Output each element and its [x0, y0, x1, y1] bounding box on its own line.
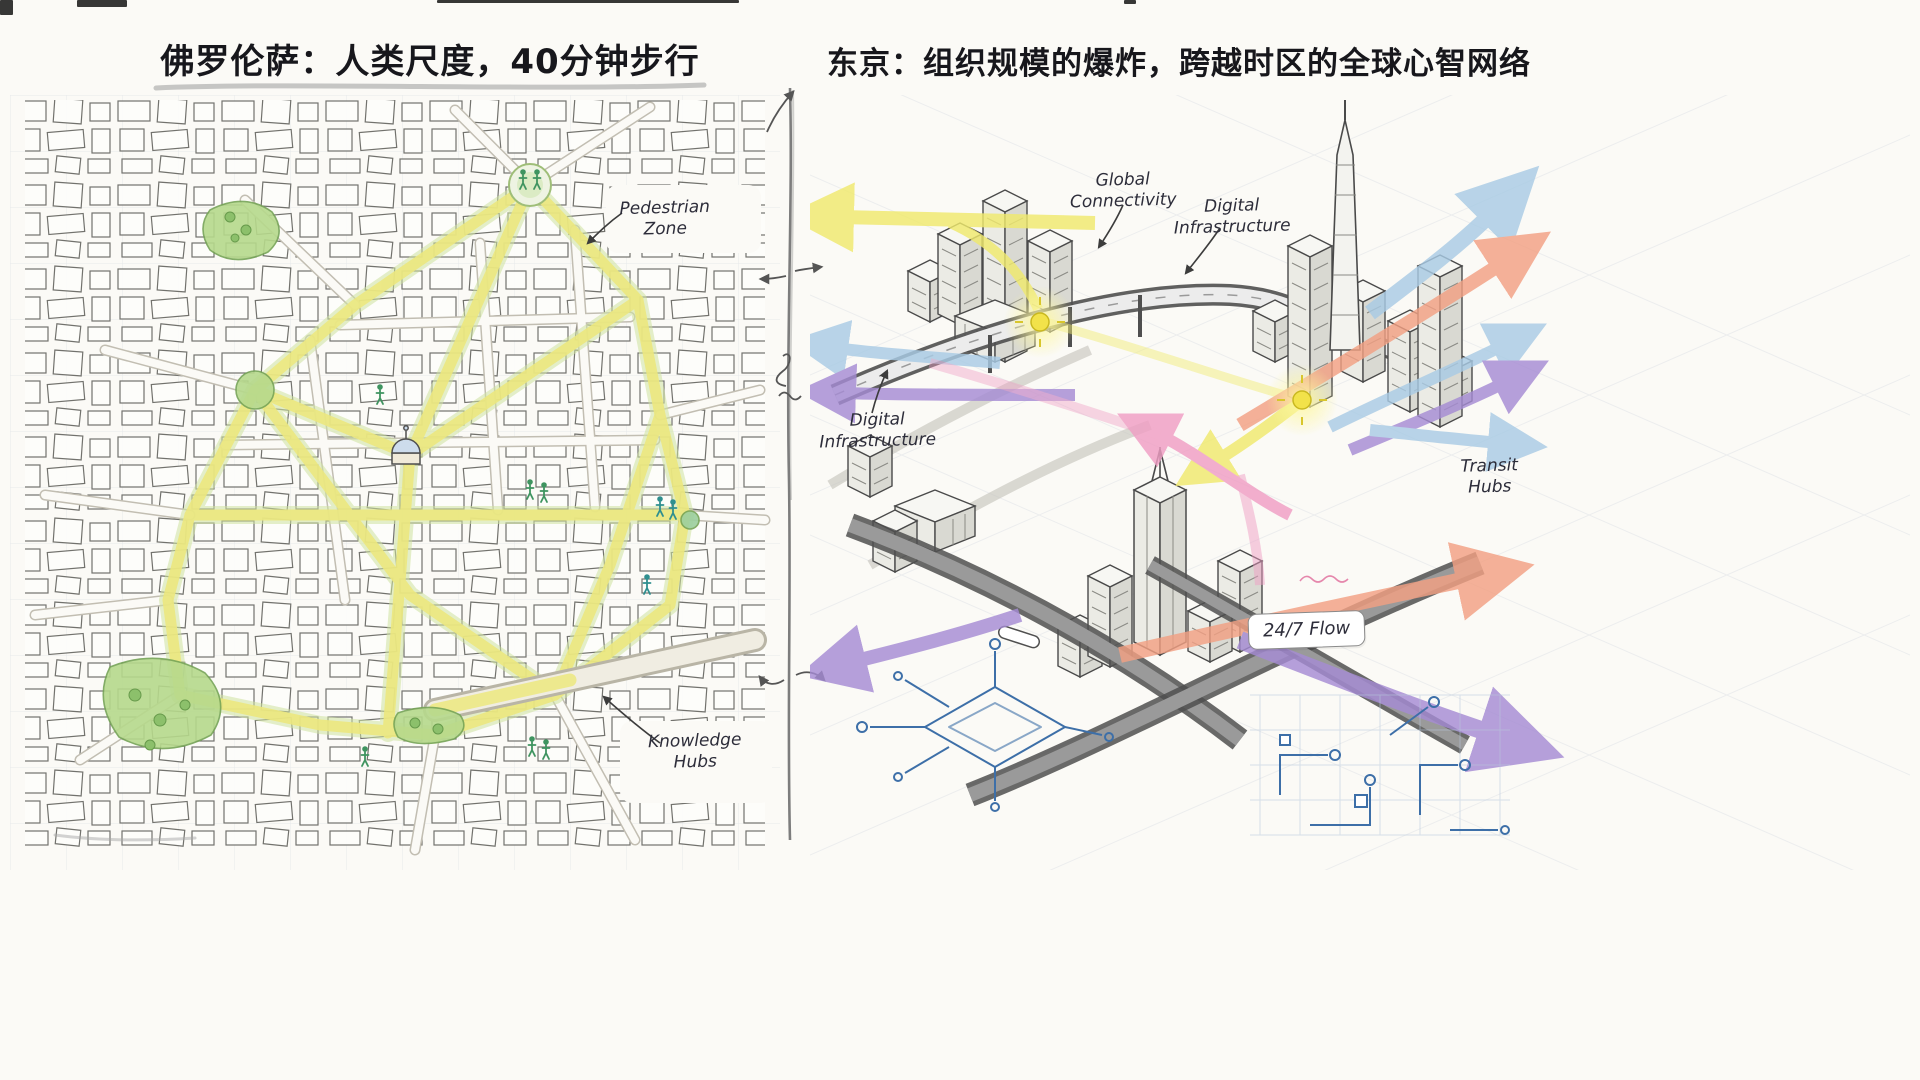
handwritten-scribble — [1299, 575, 1349, 583]
rail-viaducts — [845, 513, 1485, 807]
label-line: Hubs — [1467, 476, 1512, 498]
edge-artifact — [77, 0, 127, 7]
edge-artifact — [0, 0, 13, 15]
glow-nodes — [1004, 286, 1338, 436]
label-line: Zone — [643, 218, 688, 240]
label-line: 24/7 Flow — [1262, 617, 1351, 642]
edge-artifact — [1124, 0, 1136, 4]
annotation-arrows — [871, 204, 1221, 414]
tokyo-city — [810, 95, 1910, 870]
circuit-pattern-left — [856, 638, 1114, 812]
iso-grid — [810, 95, 1910, 870]
bullet-train — [997, 625, 1041, 649]
panel-divider — [758, 87, 826, 841]
pedestrian-street-network — [159, 176, 694, 744]
faceted-tower — [1132, 447, 1188, 657]
pencil-stroke — [53, 833, 197, 842]
diagonal-avenue — [423, 628, 767, 722]
label-line: Infrastructure — [1173, 215, 1291, 239]
title-underline-stroke — [153, 82, 707, 91]
pedestrian-zone-label: Pedestrian Zone — [604, 196, 725, 241]
divider-line — [786, 87, 793, 841]
label-line: Transit — [1460, 455, 1519, 477]
florence-map — [10, 95, 780, 870]
divider-line-echo — [789, 89, 795, 501]
transit-hubs-label: Transit Hubs — [1436, 455, 1542, 499]
label-line: Pedestrian — [619, 196, 711, 220]
skyscrapers-right — [1252, 100, 1473, 428]
label-line: Knowledge — [647, 729, 742, 753]
annotation-arrows — [586, 212, 661, 744]
24-7-flow-label: 24/7 Flow — [1247, 609, 1366, 650]
label-clearing — [606, 185, 761, 253]
label-line: Hubs — [673, 751, 718, 773]
right-panel-title: 东京：组织规模的爆炸，跨越时区的全球心智网络 — [827, 46, 1531, 82]
left-panel-title: 佛罗伦萨：人类尺度，40分钟步行 — [160, 42, 700, 82]
digital-infrastructure-left-label: Digital Infrastructure — [814, 408, 940, 453]
piazza — [508, 163, 552, 207]
parks — [102, 200, 700, 751]
spire-tower — [1329, 100, 1361, 351]
knowledge-hubs-label: Knowledge Hubs — [634, 729, 755, 774]
label-line: Infrastructure — [819, 429, 937, 453]
circuit-pattern-right — [1250, 694, 1510, 836]
edge-artifact — [437, 0, 739, 3]
digital-infrastructure-top-label: Digital Infrastructure — [1161, 194, 1302, 239]
duomo-icon — [391, 425, 421, 465]
